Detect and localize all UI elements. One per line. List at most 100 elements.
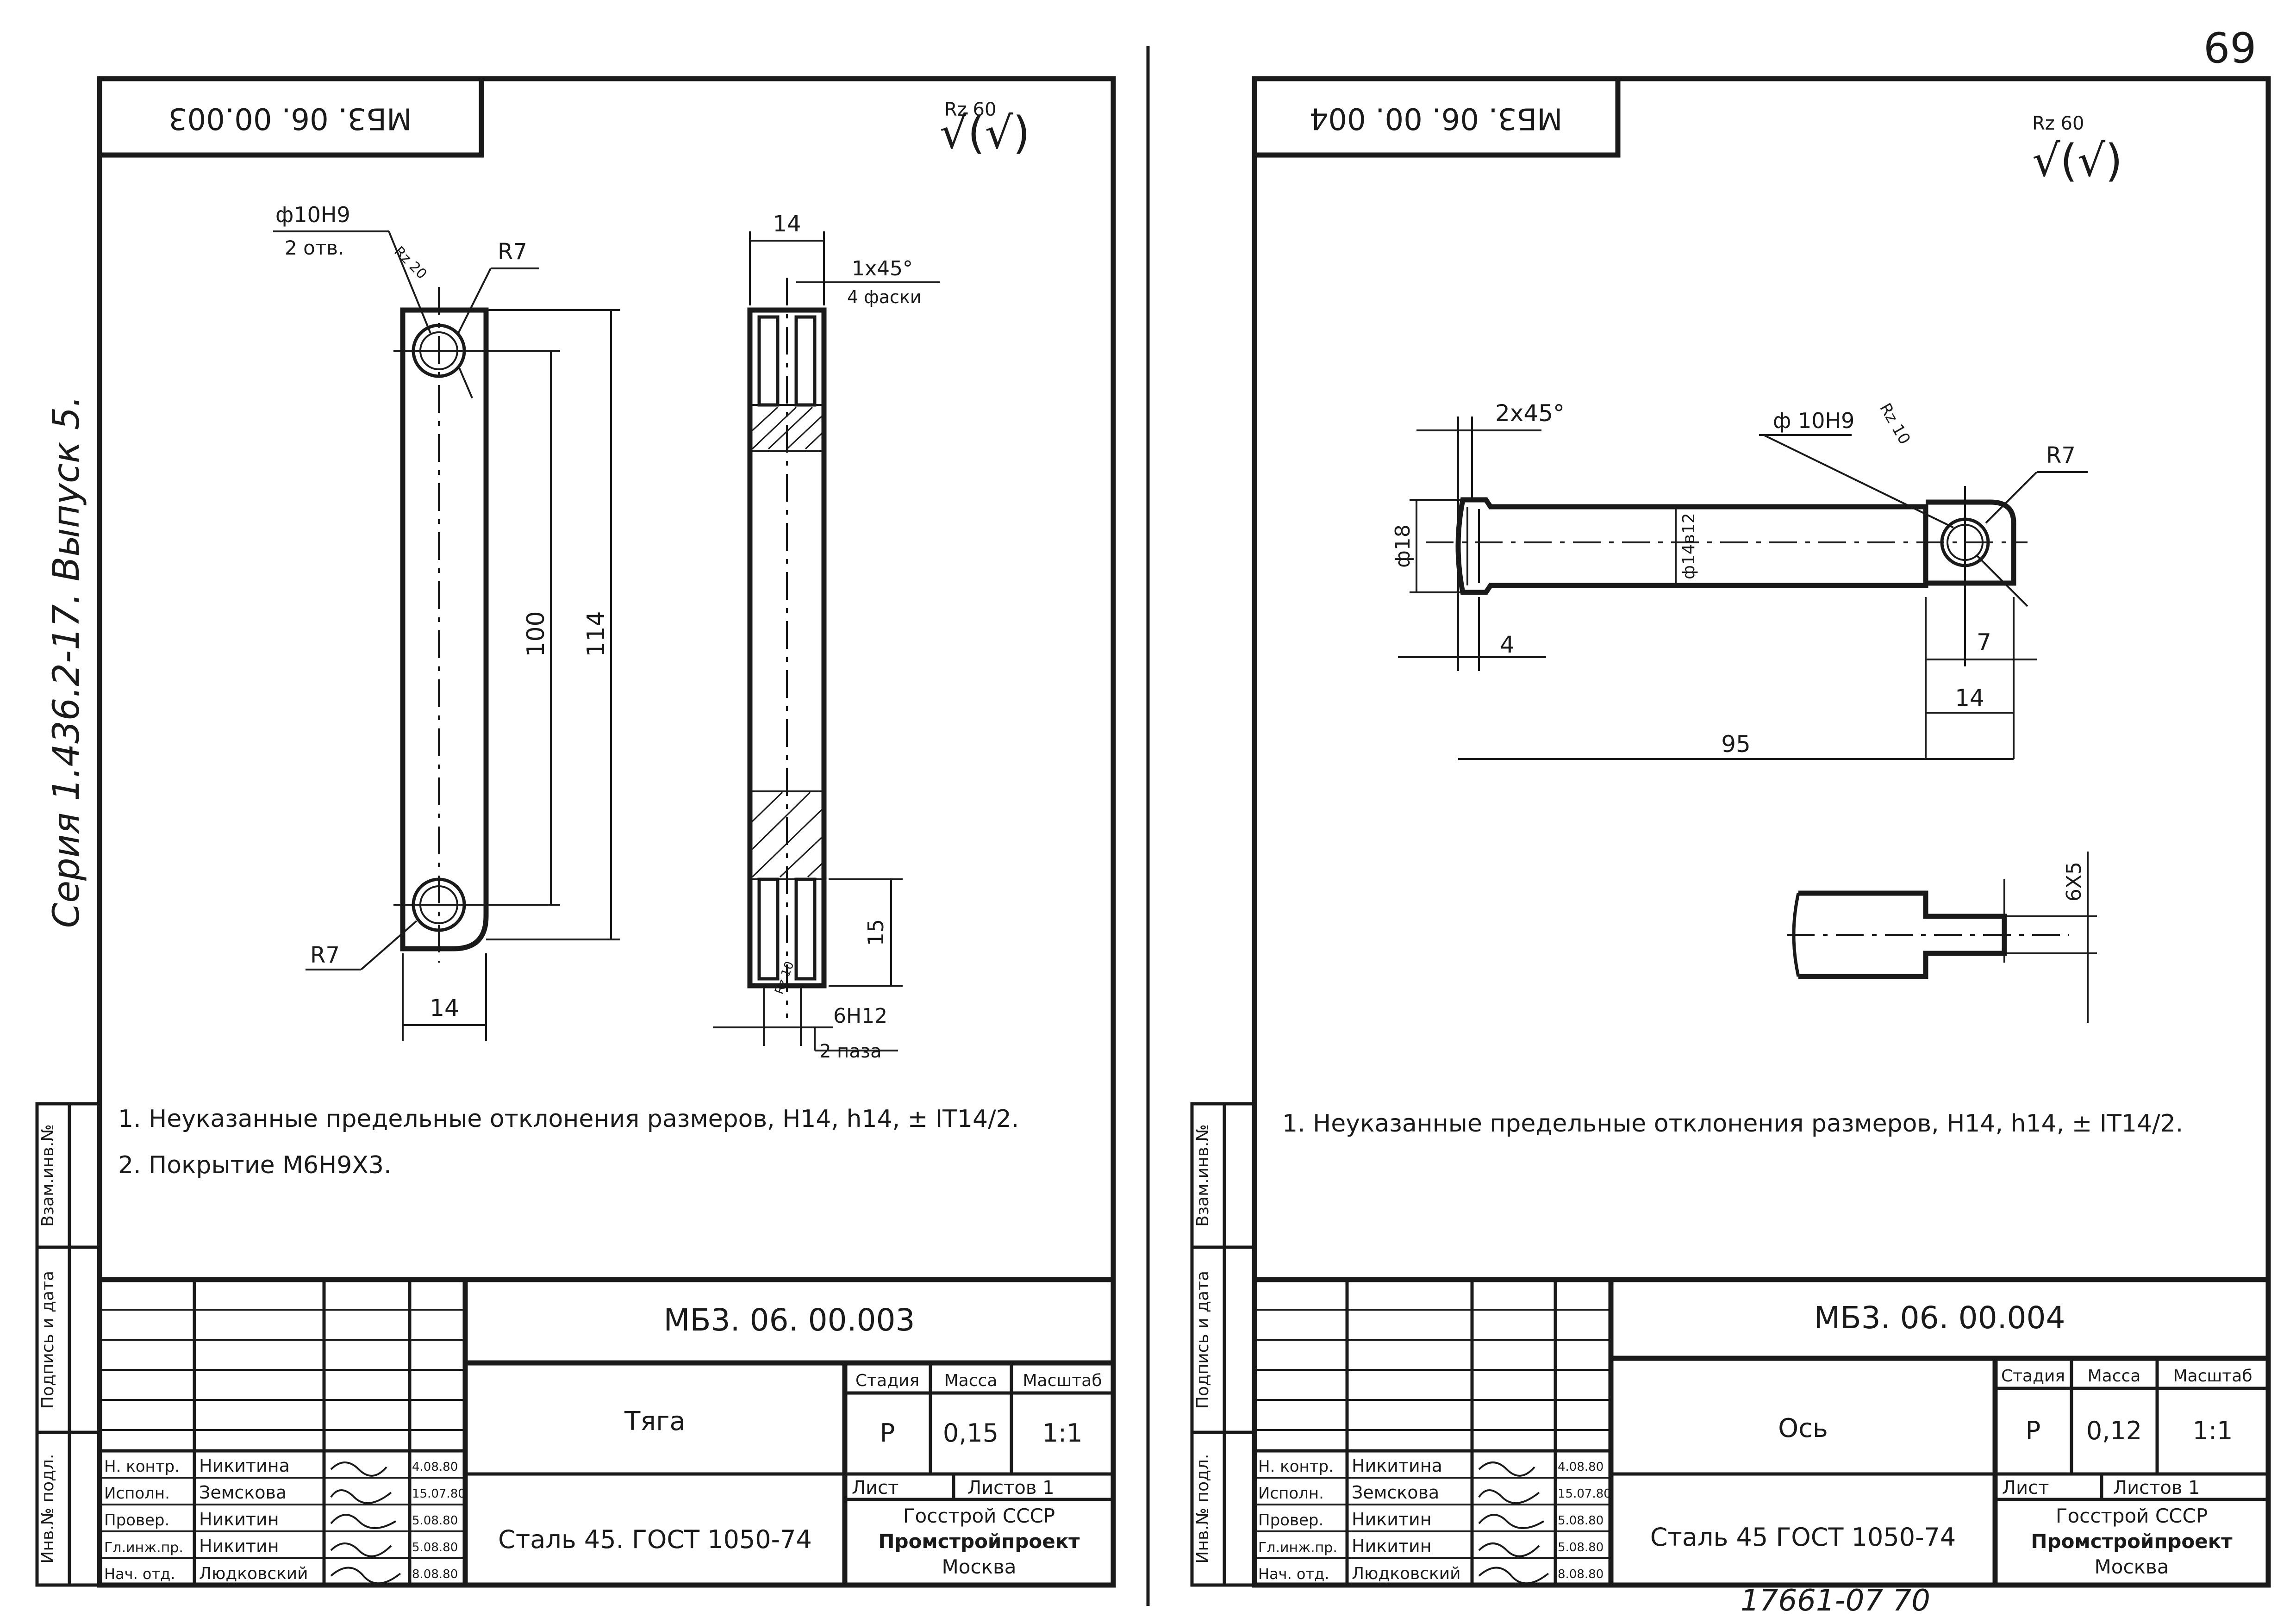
right-dim-6x5: 6Х5 <box>2062 862 2086 902</box>
right-note-1: 1. Неуказанные предельные отклонения раз… <box>1282 1110 2183 1138</box>
right-tb-mass: 0,12 <box>2086 1416 2142 1445</box>
left-dim-100: 100 <box>522 611 550 657</box>
svg-text:15.07.80: 15.07.80 <box>412 1487 466 1501</box>
left-note-2: 2. Покрытие М6Н9Х3. <box>118 1151 392 1179</box>
left-dim-chamfer: 1х45° <box>852 257 913 280</box>
right-dim-hole: ф 10Н9 <box>1773 408 1854 433</box>
right-side-label-sign: Подпись и дата <box>1193 1271 1212 1409</box>
right-title-block <box>1254 1277 2268 1585</box>
right-tb-org-2: Промстройпроект <box>2031 1530 2233 1553</box>
left-dim-slot: 6Н12 <box>833 1004 887 1028</box>
left-tb-sheet: Лист <box>852 1477 898 1499</box>
svg-text:Н. контр.: Н. контр. <box>1258 1457 1334 1476</box>
right-tb-sheets: Листов 1 <box>2113 1477 2200 1499</box>
svg-text:Rz 60: Rz 60 <box>2032 113 2084 134</box>
right-sheet: МБ3. 06. 00. 004 Rz 60 √(√) Инв.№ подл. … <box>1190 76 2271 1588</box>
left-dim-slots: 2 паза <box>819 1041 882 1062</box>
svg-text:Никитин: Никитин <box>199 1536 279 1556</box>
right-dim-4: 4 <box>1500 631 1515 658</box>
svg-text:5.08.80: 5.08.80 <box>412 1514 458 1528</box>
left-tb-code: МБ3. 06. 00.003 <box>663 1302 915 1338</box>
svg-text:Никитин: Никитин <box>1352 1509 1432 1530</box>
right-tb-material: Сталь 45 ГОСТ 1050-74 <box>1650 1523 1956 1552</box>
left-part-side-view <box>713 231 940 1051</box>
left-tb-mass: 0,15 <box>943 1418 998 1448</box>
right-tb-scale-h: Масштаб <box>2173 1367 2252 1386</box>
right-tb-signatures: Н. контр. Исполн. Провер. Гл.инж.пр. Нач… <box>1258 1455 1611 1585</box>
side-label-sign: Подпись и дата <box>38 1271 57 1409</box>
left-sheet: МБ3. 06. 00.003 Rz 60 √(√) Серия 1.436.2… <box>35 76 1116 1588</box>
svg-text:Нач. отд.: Нач. отд. <box>1258 1565 1329 1583</box>
right-dim-chamfer: 2х45° <box>1495 400 1565 427</box>
right-side-label-inv: Инв.№ подл. <box>1193 1454 1212 1564</box>
left-tb-org-3: Москва <box>942 1555 1017 1578</box>
right-dim-7: 7 <box>1977 629 1991 656</box>
right-tb-org-3: Москва <box>2095 1555 2169 1578</box>
left-dim-15: 15 <box>863 919 888 946</box>
left-dim-114: 114 <box>582 611 610 657</box>
svg-text:8.08.80: 8.08.80 <box>1558 1567 1603 1581</box>
right-dim-r7: R7 <box>2046 442 2076 468</box>
svg-text:Исполн.: Исполн. <box>104 1484 170 1503</box>
left-part-front-view <box>273 230 620 1041</box>
side-label-vzam: Взам.инв.№ <box>38 1124 57 1227</box>
left-dim-r7-top: R7 <box>498 239 527 265</box>
left-dim-rz20: Rz 20 <box>391 243 430 282</box>
svg-text:4.08.80: 4.08.80 <box>412 1460 458 1474</box>
svg-text:4.08.80: 4.08.80 <box>1558 1460 1603 1474</box>
svg-text:Провер.: Провер. <box>1258 1511 1323 1530</box>
svg-text:5.08.80: 5.08.80 <box>1558 1541 1603 1555</box>
left-tb-stage: Р <box>880 1418 895 1448</box>
svg-text:√(√): √(√) <box>940 108 1030 159</box>
svg-text:Людковский: Людковский <box>199 1564 308 1583</box>
right-tb-scale: 1:1 <box>2193 1416 2233 1445</box>
right-tb-title: Ось <box>1778 1413 1828 1443</box>
svg-text:Никитина: Никитина <box>1352 1455 1442 1476</box>
svg-text:Земскова: Земскова <box>199 1482 287 1503</box>
svg-text:Гл.инж.пр.: Гл.инж.пр. <box>104 1540 183 1556</box>
left-tb-scale-h: Масштаб <box>1023 1371 1102 1390</box>
left-dim-chamfers: 4 фаски <box>847 287 922 307</box>
right-dim-14: 14 <box>1955 684 1984 711</box>
left-tb-org-1: Госстрой СССР <box>903 1505 1055 1527</box>
side-label-inv: Инв.№ подл. <box>38 1454 57 1564</box>
right-roughness: Rz 60 √(√) <box>2032 113 2122 187</box>
right-part-axle-view <box>1398 417 2088 760</box>
right-dim-95: 95 <box>1721 731 1751 758</box>
left-roughness: Rz 60 √(√) <box>940 99 1030 159</box>
left-frame <box>97 76 1116 1588</box>
left-dim-width-14: 14 <box>430 995 459 1021</box>
left-tb-scale: 1:1 <box>1042 1418 1083 1448</box>
right-tb-stage-h: Стадия <box>2001 1367 2065 1386</box>
right-stamp-box <box>1252 76 1621 158</box>
left-dim-hole: ф10Н9 <box>275 202 350 227</box>
right-side-label-vzam: Взам.инв.№ <box>1193 1124 1212 1227</box>
svg-text:5.08.80: 5.08.80 <box>1558 1514 1603 1528</box>
right-tb-sheet: Лист <box>2002 1477 2049 1499</box>
page-number: 69 <box>2203 24 2257 73</box>
right-dim-d14: ф14в12 <box>1679 513 1698 579</box>
left-tb-title: Тяга <box>624 1406 686 1436</box>
right-stamp: МБ3. 06. 00. 004 <box>1310 101 1563 135</box>
svg-text:Никитин: Никитин <box>1352 1536 1432 1556</box>
left-tb-stage-h: Стадия <box>855 1371 919 1390</box>
left-tb-material: Сталь 45. ГОСТ 1050-74 <box>498 1525 812 1554</box>
svg-text:5.08.80: 5.08.80 <box>412 1541 458 1555</box>
svg-text:Rz 60: Rz 60 <box>944 99 996 120</box>
right-tb-code: МБ3. 06. 00.004 <box>1814 1300 2065 1336</box>
svg-text:Нач. отд.: Нач. отд. <box>104 1565 175 1583</box>
right-frame <box>1252 76 2271 1588</box>
right-tb-stage: Р <box>2026 1416 2041 1445</box>
left-tb-sheets: Листов 1 <box>967 1477 1054 1499</box>
series-label: Серия 1.436.2-17. Выпуск 5. <box>46 396 87 928</box>
left-dim-r7-bottom: R7 <box>310 942 340 968</box>
svg-text:Никитина: Никитина <box>199 1455 290 1476</box>
svg-text:Гл.инж.пр.: Гл.инж.пр. <box>1258 1540 1337 1556</box>
right-dim-d18: ф18 <box>1391 524 1415 568</box>
right-tb-org-1: Госстрой СССР <box>2056 1505 2208 1527</box>
svg-text:Н. контр.: Н. контр. <box>104 1457 180 1476</box>
left-dim-holes: 2 отв. <box>285 236 344 259</box>
svg-text:Исполн.: Исполн. <box>1258 1484 1324 1503</box>
svg-text:Никитин: Никитин <box>199 1509 279 1530</box>
